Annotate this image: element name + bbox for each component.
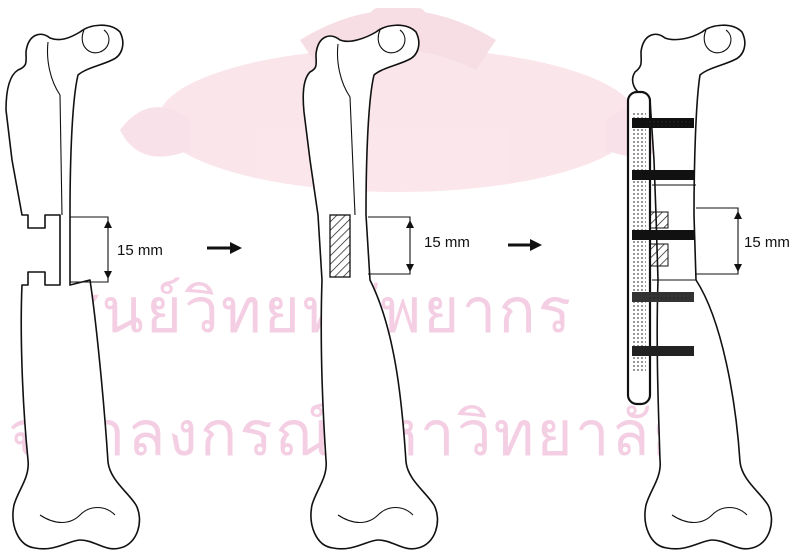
measurement-bracket-3 [696, 208, 742, 274]
measurement-bracket-2 [368, 217, 414, 274]
right-arrow-icon [207, 242, 242, 254]
plate-screw [632, 346, 694, 356]
measurement-label-1: 15 mm [117, 242, 163, 259]
measurement-label-3: 15 mm [744, 234, 790, 251]
watermark-line-1: ศูนย์วิทยทรัพยากร [60, 274, 573, 348]
panel-3-femur-plated: 15 mm [628, 25, 790, 549]
plate-screw [632, 170, 694, 180]
femur-3-outline [633, 25, 772, 549]
right-arrow-icon [508, 239, 542, 251]
bone-graft-upper [650, 212, 668, 228]
bone-graft-lower [650, 244, 668, 266]
plate-screw [632, 118, 694, 128]
bone-graft-block [330, 215, 350, 277]
plate-screw [632, 230, 694, 240]
measurement-label-2: 15 mm [424, 234, 470, 251]
plate-screw [632, 292, 694, 302]
measurement-bracket-1 [70, 217, 112, 282]
plate-texture [632, 112, 646, 372]
